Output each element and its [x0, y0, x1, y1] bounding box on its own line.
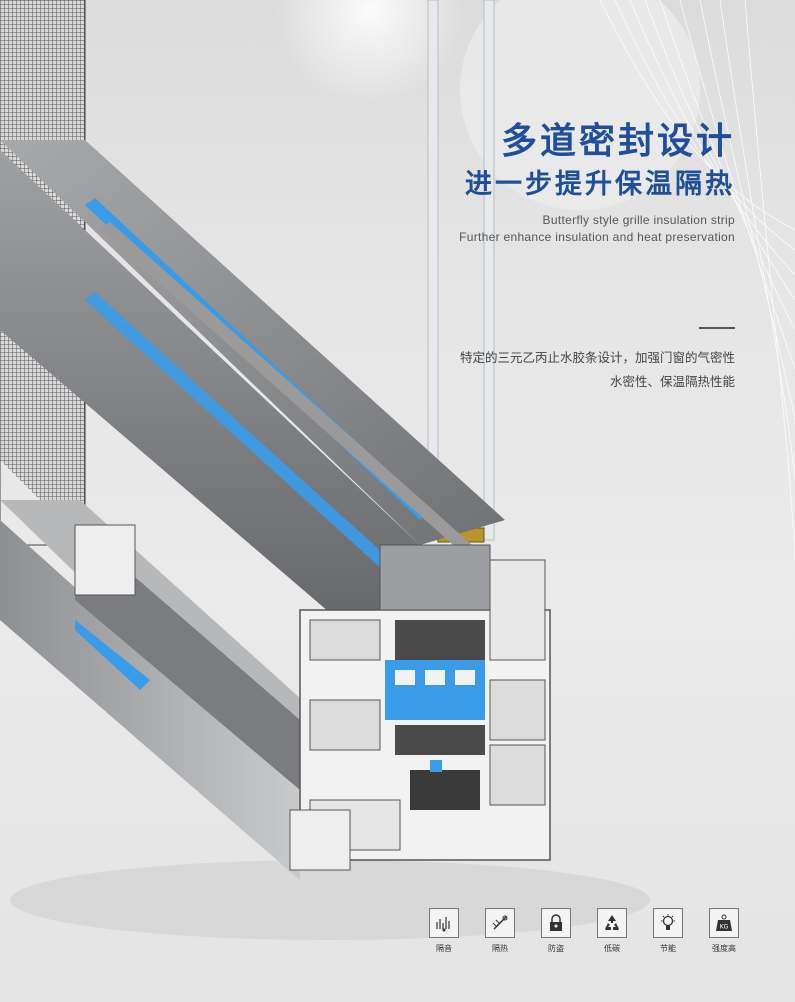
feature-sound-insulation: 隔音 — [424, 908, 464, 954]
lock-icon — [541, 908, 571, 938]
english-line-1: Butterfly style grille insulation strip — [542, 213, 735, 227]
feature-label: 节能 — [660, 944, 676, 953]
profile-cross-section — [74, 524, 551, 871]
feature-high-strength: KG 强度高 — [704, 908, 744, 954]
sound-insulation-icon — [429, 908, 459, 938]
feature-anti-theft: 防盗 — [536, 908, 576, 954]
description-line-2: 水密性、保温隔热性能 — [609, 375, 735, 389]
headline-title: 多道密封设计 — [500, 121, 735, 162]
screen-frame-section — [74, 524, 136, 596]
svg-text:KG: KG — [720, 924, 729, 931]
feature-low-carbon: 低碳 — [592, 908, 632, 954]
feature-icon-row: 隔音 隔热 防盗 低碳 节能 KG 强度高 — [424, 908, 744, 958]
heat-insulation-icon — [485, 908, 515, 938]
feature-label: 隔音 — [436, 944, 452, 953]
feature-label: 防盗 — [548, 944, 564, 953]
background-glow — [275, 0, 465, 105]
feature-label: 强度高 — [712, 944, 736, 953]
feature-heat-insulation: 隔热 — [480, 908, 520, 954]
divider-line — [699, 327, 735, 329]
description-line-1: 特定的三元乙丙止水胶条设计，加强门窗的气密性 — [459, 351, 735, 365]
recycle-icon — [597, 908, 627, 938]
double-glazing-glass — [427, 0, 495, 543]
decorative-wave-lines — [599, 0, 795, 561]
feature-energy-saving: 节能 — [648, 908, 688, 954]
aluminum-sash-profile — [0, 140, 505, 690]
headline-subtitle: 进一步提升保温隔热 — [465, 169, 735, 200]
weight-kg-icon: KG — [709, 908, 739, 938]
feature-label: 低碳 — [604, 944, 620, 953]
feature-label: 隔热 — [492, 944, 508, 953]
lightbulb-icon — [653, 908, 683, 938]
english-line-2: Further enhance insulation and heat pres… — [459, 230, 735, 244]
